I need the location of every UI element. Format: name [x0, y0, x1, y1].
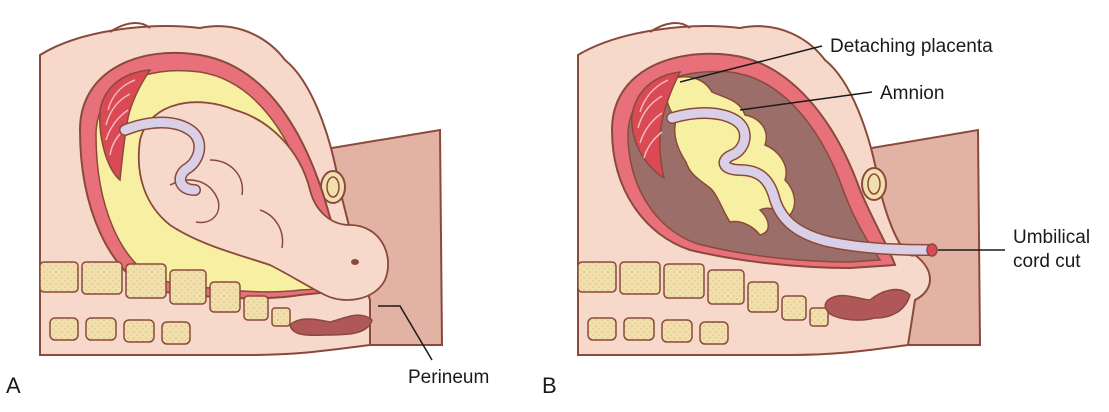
panel-b: Detaching placenta Amnion Umbilical cord… — [542, 22, 1090, 398]
panel-b-bowel — [824, 288, 911, 321]
panel-b-umbilical-label-line2: cord cut — [1013, 251, 1081, 272]
panel-b-amnion-label: Amnion — [880, 83, 944, 104]
panel-b-placenta-leader — [679, 45, 823, 83]
panel-a-bowel — [289, 314, 373, 337]
panel-a: Perineum A — [6, 22, 489, 398]
panel-b-amnion-leader — [739, 91, 873, 111]
panel-a-letter: A — [6, 373, 21, 398]
panel-a-perineum-leader — [378, 305, 433, 361]
panel-b-spine — [577, 261, 829, 345]
panel-b-detaching-placenta-label: Detaching placenta — [830, 36, 993, 57]
panel-b-cord-cut-end — [926, 243, 938, 257]
panel-b-umbilical-label-line1: Umbilical — [1013, 227, 1090, 248]
panel-b-letter: B — [542, 373, 557, 398]
panel-a-spine — [39, 261, 291, 345]
panel-b-navel — [861, 167, 887, 201]
panel-a-perineum-label: Perineum — [408, 367, 489, 388]
panel-b-placenta — [631, 71, 682, 180]
